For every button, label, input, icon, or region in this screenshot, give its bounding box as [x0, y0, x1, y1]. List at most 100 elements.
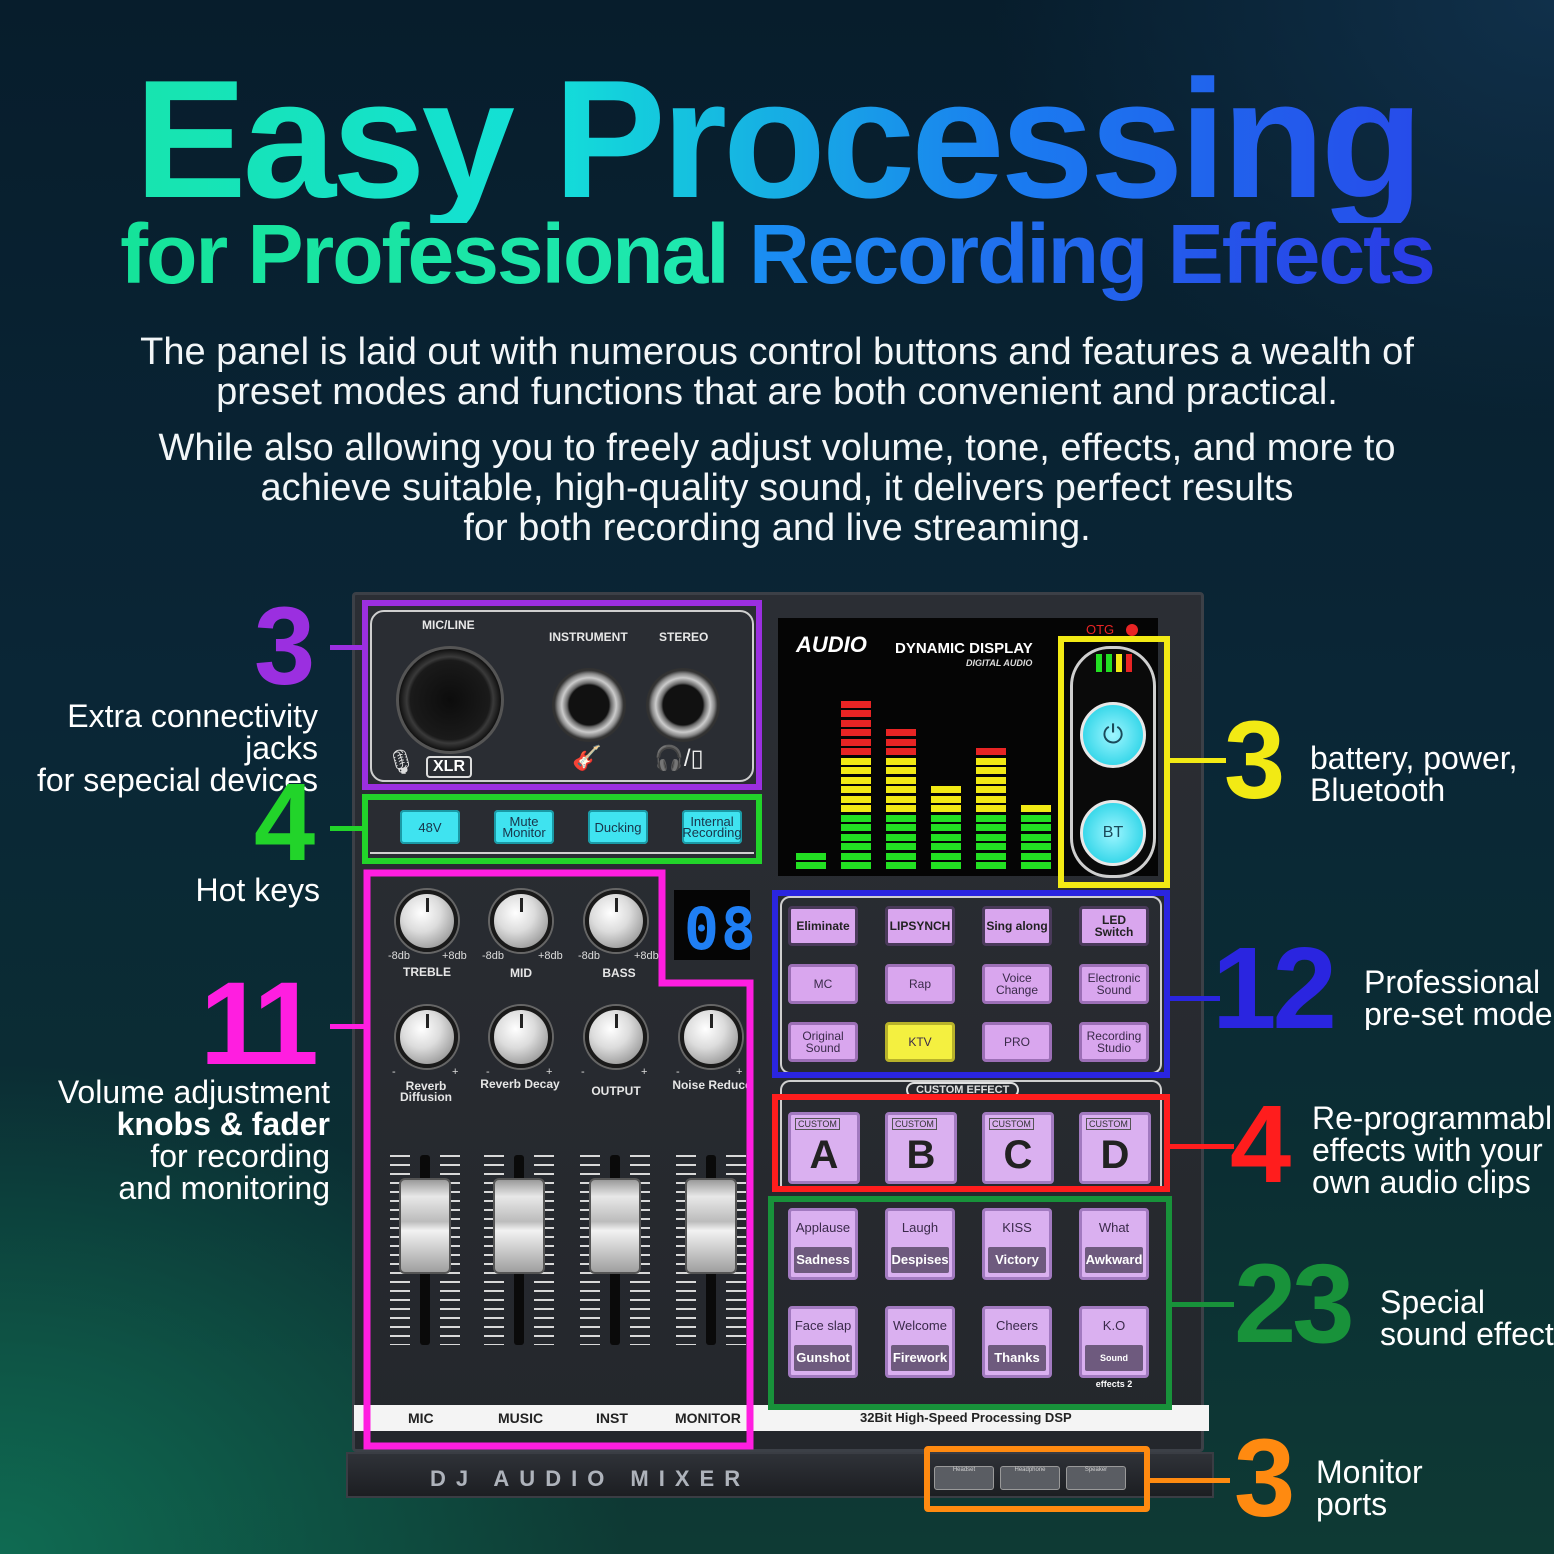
bass-max: +8db [634, 950, 659, 962]
bt-label: BT [1102, 824, 1124, 841]
preset-recording-studio[interactable]: Recording Studio [1079, 1022, 1149, 1062]
hotkey-internal-recording[interactable]: Internal Recording [682, 810, 742, 844]
callout-jacks-line [330, 645, 364, 650]
vu-bar [1021, 862, 1051, 869]
para1-line2: preset modes and functions that are both… [216, 371, 1338, 413]
callout-knobs-number: 11 [200, 958, 319, 1090]
callout-sfx-number: 23 [1234, 1241, 1355, 1366]
callout-knobs-line1: Volume adjustment [57, 1074, 330, 1110]
bt-button[interactable]: BT [1080, 800, 1146, 866]
hotkey-ducking[interactable]: Ducking [588, 810, 648, 844]
fader-mic[interactable] [399, 1178, 451, 1274]
vu-bar [976, 786, 1006, 793]
callout-presets-line [1170, 996, 1220, 1001]
port-speaker[interactable]: Speaker [1066, 1466, 1126, 1490]
vu-bar [931, 805, 961, 812]
mic-line-label: MIC/LINE [422, 618, 475, 632]
output-max: + [641, 1066, 648, 1078]
vu-bar [886, 767, 916, 774]
noise-reduce-knob[interactable] [680, 1006, 742, 1068]
port-headphone[interactable]: Headphone [1000, 1466, 1060, 1490]
sfx-top-label: What [1098, 1220, 1130, 1235]
highlight-custom [772, 1094, 1170, 1192]
callout-presets-line1: Professional [1364, 966, 1541, 1000]
highlight-presets [772, 890, 1170, 1078]
vu-bar [841, 852, 871, 860]
vu-bar [841, 767, 871, 774]
otg-indicator [1126, 624, 1138, 636]
output-knob[interactable] [585, 1006, 647, 1068]
instrument-jack[interactable] [552, 668, 626, 742]
port-headset[interactable]: Headset [934, 1466, 994, 1490]
power-button[interactable]: ⏻ [1080, 702, 1146, 768]
preset-eliminate[interactable]: Eliminate [788, 906, 858, 946]
preset-mc[interactable]: MC [788, 964, 858, 1004]
callout-knobs-line [330, 1024, 366, 1029]
mid-knob[interactable] [490, 890, 552, 952]
custom-letter: C [1003, 1133, 1033, 1177]
vu-bar [976, 795, 1006, 803]
fader-inst[interactable] [589, 1178, 641, 1274]
highlight-hotkeys [362, 794, 762, 864]
vu-bar [841, 738, 871, 746]
vu-bar [886, 786, 916, 793]
reverb-decay-knob[interactable] [490, 1006, 552, 1068]
sfx-top-label: Cheers [996, 1318, 1038, 1333]
vu-bar [976, 814, 1006, 822]
stereo-jack[interactable] [646, 668, 720, 742]
callout-custom-line3: own audio clips [1312, 1164, 1531, 1198]
led-readout: 08 [684, 895, 758, 963]
preset-electronic-sound[interactable]: Electronic Sound [1079, 964, 1149, 1004]
callout-sfx-text: Special sound effect [1380, 1286, 1554, 1350]
callout-power-line [1170, 758, 1226, 763]
callout-monitor-line [1150, 1478, 1230, 1483]
vu-bar [841, 757, 871, 765]
battery-bar-1 [1096, 654, 1102, 672]
vu-bar [886, 862, 916, 869]
reverb-decay-min: - [486, 1066, 490, 1078]
vu-bar [976, 748, 1006, 755]
preset-rap[interactable]: Rap [885, 964, 955, 1004]
preset-pro[interactable]: PRO [982, 1022, 1052, 1062]
fader-monitor[interactable] [685, 1178, 737, 1274]
callout-knobs-text: Volume adjustment knobs & fader for reco… [0, 1076, 330, 1204]
bass-label: BASS [602, 966, 636, 980]
bass-knob[interactable] [585, 890, 647, 952]
preset-original-sound[interactable]: Original Sound [788, 1022, 858, 1062]
callout-sfx-line1: Special [1380, 1286, 1485, 1320]
preset-voice-change[interactable]: Voice Change [982, 964, 1052, 1004]
hotkey-48v[interactable]: 48V [400, 810, 460, 844]
fader-music[interactable] [493, 1178, 545, 1274]
callout-monitor-line2: ports [1316, 1486, 1388, 1522]
headphone-phone-icon: 🎧/▯ [654, 745, 704, 772]
preset-led-switch[interactable]: LED Switch [1079, 906, 1149, 946]
callout-sfx-line2: sound effect [1380, 1316, 1554, 1350]
treble-knob[interactable] [396, 890, 458, 952]
callout-jacks-number: 3 [254, 585, 316, 708]
xlr-combo-jack[interactable] [396, 646, 504, 754]
subtitle-part-2: Recording Effects [749, 207, 1436, 301]
hotkey-mute-monitor[interactable]: Mute Monitor [494, 810, 554, 844]
callout-power-text: battery, power, Bluetooth [1310, 742, 1518, 806]
callout-custom-line2: effects with your [1312, 1132, 1543, 1168]
preset-ktv[interactable]: KTV [885, 1022, 955, 1062]
vu-bar [886, 814, 916, 822]
preset-sing-along[interactable]: Sing along [982, 906, 1052, 946]
noise-reduce-label: Noise Reduce [672, 1078, 752, 1092]
preset-lipsynch[interactable]: LIPSYNCH [885, 906, 955, 946]
vu-bar [841, 833, 871, 841]
sfx-bottom-label: Firework [891, 1345, 949, 1371]
reverb-diffusion-knob[interactable] [396, 1006, 458, 1068]
